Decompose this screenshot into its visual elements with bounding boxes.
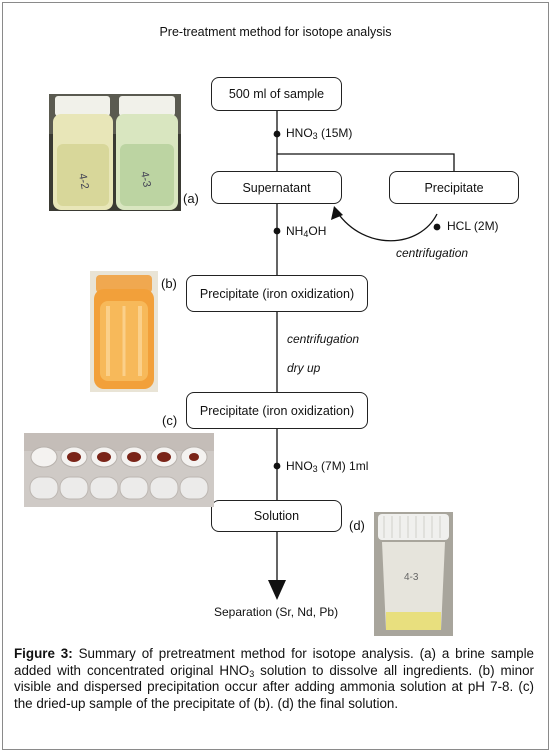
step-hno3-15m: HNO3 (15M) — [286, 126, 353, 141]
photo-c-dried-vials — [24, 433, 214, 507]
return-arrow-curve — [336, 211, 438, 242]
caption-text-2: solution to dissolve all ingredients. (b… — [14, 662, 535, 711]
caption-sub: 3 — [249, 668, 255, 679]
connector-branch-precipitate — [277, 153, 455, 172]
box-500ml-sample: 500 ml of sample — [211, 77, 342, 111]
step-dot-nh4oh — [273, 227, 281, 235]
photo-tag-a: (a) — [183, 191, 199, 206]
photo-d-final-solution: 4-3 — [374, 512, 453, 636]
diagram-title: Pre-treatment method for isotope analysi… — [159, 25, 392, 39]
photo-tag-c: (c) — [162, 413, 178, 428]
photo-b-orange-precipitate — [90, 271, 158, 392]
step-dot-hcl — [433, 223, 441, 231]
step-hcl-2m: HCL (2M) — [447, 219, 499, 233]
photo-tag-d: (d) — [349, 518, 365, 533]
box-supernatant: Supernatant — [211, 171, 342, 204]
box-precipitate-iron-2: Precipitate (iron oxidization) — [186, 392, 368, 429]
step-nh4oh: NH4OH — [286, 224, 327, 239]
figure-caption: Figure 3: Summary of pretreatment method… — [14, 646, 534, 712]
step-dry-up: dry up — [287, 361, 321, 375]
box-precipitate-iron-1: Precipitate (iron oxidization) — [186, 275, 368, 312]
step-centrifugation-1: centrifugation — [396, 246, 469, 260]
box-precipitate: Precipitate — [389, 171, 519, 204]
separation-label: Separation (Sr, Nd, Pb) — [214, 605, 339, 619]
step-hno3-7m: HNO3 (7M) 1ml — [286, 459, 369, 474]
bottle-label-left: 4-2 — [76, 172, 91, 190]
caption-label: Figure 3: — [14, 646, 73, 661]
step-centrifugation-2: centrifugation — [287, 332, 360, 346]
photo-tag-b: (b) — [161, 276, 177, 291]
bottle-label-right: 4-3 — [138, 170, 153, 188]
arrow-head-separation — [268, 580, 286, 600]
step-dot-hno3-7 — [273, 462, 281, 470]
caption-text-1: Summary of pretreatment method for isoto… — [14, 646, 535, 678]
return-arrow-head — [331, 206, 343, 220]
bottle-label-d: 4-3 — [404, 572, 419, 583]
photo-a-brine-bottles: 4-2 4-3 — [49, 94, 181, 211]
step-dot-hno3-15 — [273, 130, 281, 138]
box-solution: Solution — [211, 500, 342, 532]
